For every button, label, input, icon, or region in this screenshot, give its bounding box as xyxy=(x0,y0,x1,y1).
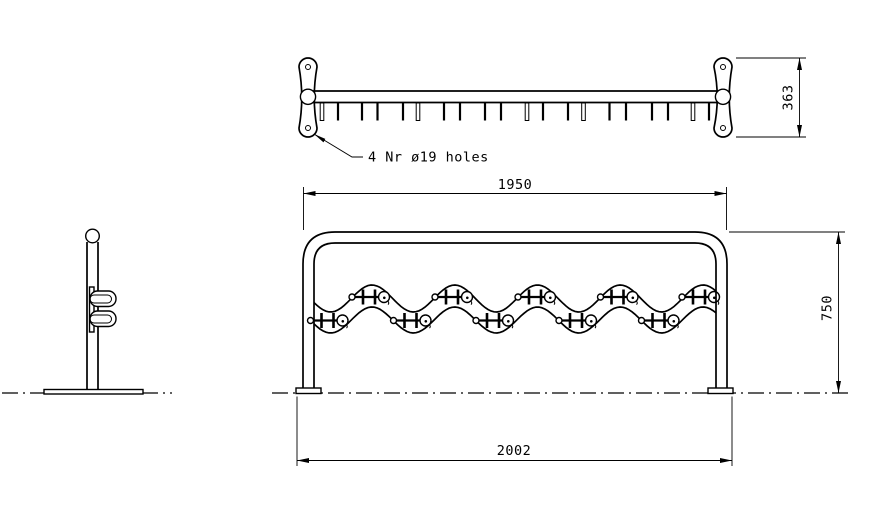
rail-tick xyxy=(524,102,530,121)
side-base-plate xyxy=(43,388,144,395)
plan-hole-bottom-left xyxy=(305,125,311,131)
leader-line xyxy=(313,133,363,158)
frame-inner-edge xyxy=(313,242,717,388)
hook-glyph xyxy=(472,313,515,329)
dimension-overall-width: 2002 xyxy=(296,396,733,466)
dimension-height: 750 xyxy=(729,231,845,393)
side-bracket-plate xyxy=(88,286,95,333)
hook-glyph xyxy=(431,289,474,305)
holes-annotation: 4 Nr ø19 holes xyxy=(313,133,489,166)
dimension-top-width: 1950 xyxy=(303,177,727,230)
hook-glyph xyxy=(555,313,598,329)
hook-glyph xyxy=(514,289,557,305)
hook-glyph xyxy=(389,313,432,329)
hook-glyph xyxy=(348,289,391,305)
hook-glyph xyxy=(678,289,721,305)
rail-tick xyxy=(415,102,421,121)
plan-rail-end-left xyxy=(299,88,317,106)
wave-panel xyxy=(313,284,717,334)
frame-right-foot xyxy=(707,387,734,395)
dimension-value-overall-width: 2002 xyxy=(497,443,532,459)
rail-tick xyxy=(319,102,325,121)
elevation-view: 1950 750 2002 xyxy=(272,177,851,466)
dimension-value-top-width: 1950 xyxy=(498,177,533,193)
plan-hole-top-right xyxy=(720,64,726,70)
wave-panel-hooks xyxy=(306,289,721,329)
leader-arrowhead xyxy=(314,134,326,143)
side-rail-end xyxy=(84,228,100,244)
plan-hole-bottom-right xyxy=(720,125,726,131)
plan-hole-top-left xyxy=(305,64,311,70)
hook-glyph xyxy=(306,313,349,329)
plan-view: 4 Nr ø19 holes 363 xyxy=(298,57,806,166)
dimension-plan-depth: 363 xyxy=(736,57,806,138)
dimension-value-height: 750 xyxy=(820,295,836,321)
side-hook-lower xyxy=(89,310,117,328)
side-hook-upper xyxy=(89,290,117,308)
holes-annotation-label: 4 Nr ø19 holes xyxy=(368,150,489,166)
rail-tick xyxy=(581,102,586,121)
plan-rail-end-right xyxy=(714,88,732,106)
plan-rail-ticks xyxy=(319,102,711,121)
side-view xyxy=(2,228,172,395)
dimension-value-plan-depth: 363 xyxy=(781,85,797,111)
wave-bottom-edge xyxy=(313,306,717,334)
hook-glyph xyxy=(596,289,639,305)
frame-left-foot xyxy=(295,387,322,395)
wave-top-edge xyxy=(313,284,717,313)
hook-glyph xyxy=(637,313,680,329)
rail-tick xyxy=(690,102,696,121)
frame-outer-edge xyxy=(302,231,728,388)
